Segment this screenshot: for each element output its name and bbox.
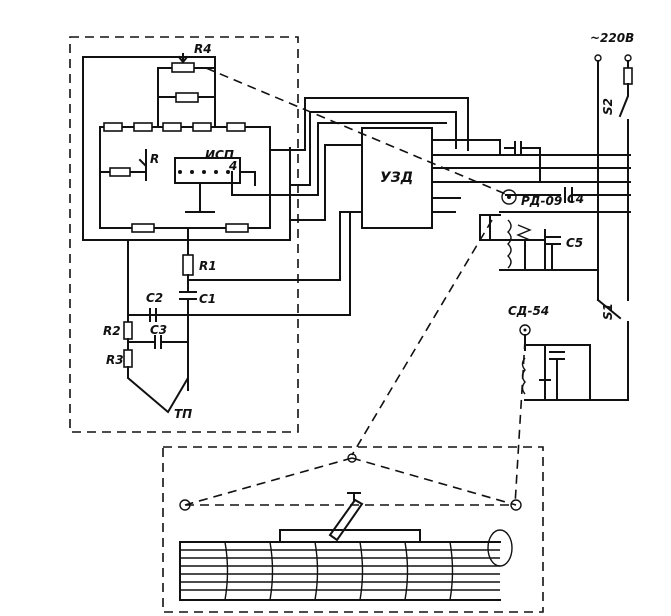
mechanical-linkages (205, 67, 526, 506)
rd09-label: РД-09 (521, 194, 562, 208)
c3-label: C3 (150, 323, 167, 337)
r3-label: R3 (106, 353, 124, 367)
drum-assembly (179, 453, 522, 601)
isp-pin-label: 4 (228, 159, 237, 173)
r3-resistor (123, 349, 133, 368)
drum-enclosure (162, 446, 544, 613)
r-variable-resistor (109, 167, 131, 177)
isp-label: ИСП (205, 148, 234, 162)
s2-label: S2 (601, 98, 615, 115)
r1-c1-branch (127, 227, 197, 391)
c5-label: C5 (566, 236, 583, 250)
c4-label: C4 (567, 192, 584, 206)
instrument-enclosure (69, 36, 299, 433)
uzd-label: УЗД (380, 170, 413, 186)
r4-parallel-resistor (175, 92, 199, 103)
fuse (623, 67, 633, 85)
s1-label: S1 (601, 303, 615, 320)
r4-resistor (171, 62, 195, 73)
thermocouple-circuit (123, 308, 189, 414)
r-label: R (150, 152, 159, 166)
rd09-motor (501, 189, 517, 205)
c1-label: C1 (199, 292, 216, 306)
uzd-box (361, 127, 433, 229)
r1-resistor (182, 254, 194, 276)
tp-label: ТП (174, 407, 192, 421)
sd54-motor (519, 324, 591, 401)
bridge-resistor-row (99, 122, 271, 233)
mains-label: ~220В (590, 31, 634, 45)
r2-label: R2 (103, 324, 121, 338)
supply-network (479, 54, 633, 401)
r1-label: R1 (199, 259, 217, 273)
c2-label: C2 (146, 291, 163, 305)
uzd-block (361, 127, 631, 229)
r4-label: R4 (194, 42, 212, 56)
sd54-label: СД-54 (508, 304, 549, 318)
r2-resistor (123, 321, 133, 340)
isp-block (174, 157, 276, 213)
